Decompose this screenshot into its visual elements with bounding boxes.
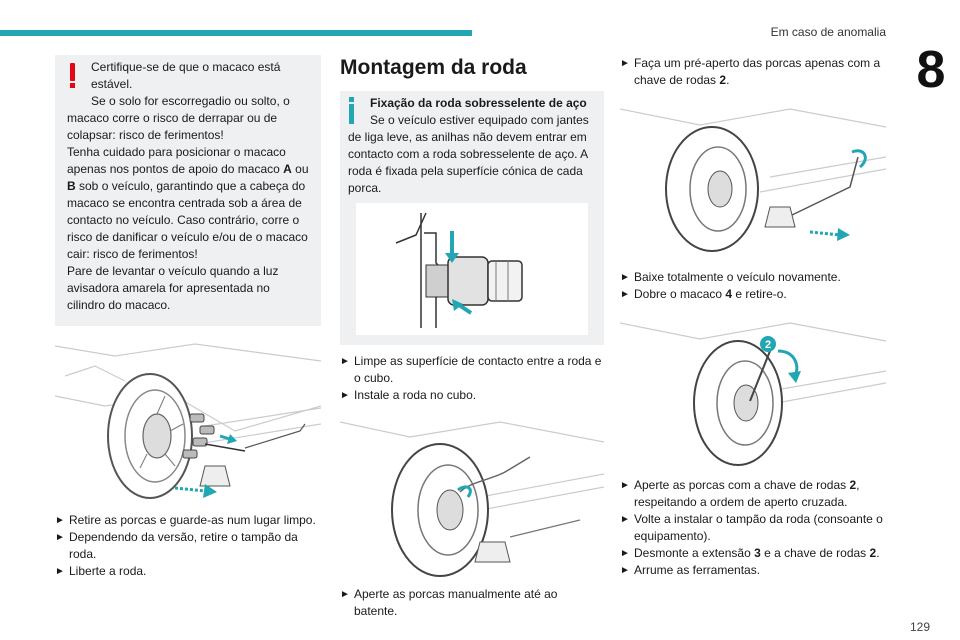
step-item: ►Aperte as porcas manualmente até ao bat… — [340, 587, 558, 618]
step-item: ►Volte a instalar o tampão da roda (cons… — [620, 512, 883, 543]
arrow-right-icon: ► — [55, 515, 65, 526]
callout-label: 2 — [765, 339, 771, 351]
illustration-tighten: 2 — [619, 311, 887, 471]
column-3: ►Faça um pré-aperto das porcas apenas co… — [619, 55, 887, 579]
step-item: ►Baixe totalmente o veículo novamente. — [620, 270, 841, 284]
arrow-right-icon: ► — [340, 589, 350, 600]
arrow-right-icon: ► — [620, 289, 630, 300]
step-item: ►Faça um pré-aperto das porcas apenas co… — [620, 56, 881, 87]
arrow-right-icon: ► — [340, 356, 350, 367]
step-item: ►Dobre o macaco 4 e retire-o. — [620, 287, 787, 301]
warning-box: Certifique-se de que o macaco está estáv… — [55, 55, 321, 326]
arrow-right-icon: ► — [620, 514, 630, 525]
info-box: Fixação da roda sobresselente de aço Se … — [340, 91, 604, 345]
column-1: Certifique-se de que o macaco está estáv… — [54, 55, 322, 580]
info-text-first: Se o veículo estiver equipado com jantes — [370, 113, 589, 127]
callout-badge — [760, 336, 776, 352]
arrow-right-icon: ► — [55, 532, 65, 543]
illustration-nut-detail — [356, 203, 588, 335]
step-item: ►Instale a roda no cubo. — [340, 388, 477, 402]
page-number: 129 — [909, 620, 930, 634]
warning-paragraph-3: Pare de levantar o veículo quando a luz … — [67, 264, 279, 312]
chapter-number: 8 — [902, 40, 960, 100]
step-item: ►Desmonte a extensão 3 e a chave de roda… — [620, 546, 880, 560]
step-item: ►Retire as porcas e guarde-as num lugar … — [55, 513, 316, 527]
arrow-right-icon: ► — [340, 390, 350, 401]
info-icon — [348, 97, 356, 124]
arrow-right-icon: ► — [620, 548, 630, 559]
step-item: ►Limpe as superfície de contacto entre a… — [340, 354, 602, 385]
section-title: Em caso de anomalia — [770, 25, 886, 39]
arrow-right-icon: ► — [620, 272, 630, 283]
illustration-fit-wheel — [339, 412, 605, 580]
section-heading: Montagem da roda — [340, 56, 527, 79]
arrow-right-icon: ► — [620, 480, 630, 491]
header-accent-bar — [0, 30, 472, 36]
nut-cone-drawing — [395, 212, 523, 328]
arrow-right-icon: ► — [55, 566, 65, 577]
step-item: ►Arrume as ferramentas. — [620, 563, 761, 577]
tighten-drawing: 2 — [619, 322, 887, 466]
arrow-right-icon: ► — [620, 58, 630, 69]
warning-paragraph-2: Tenha cuidado para posicionar o macaco a… — [67, 145, 309, 261]
info-text: de liga leve, as anilhas não devem entra… — [348, 130, 588, 195]
illustration-pre-tighten — [619, 97, 887, 257]
warning-line-1: Certifique-se de que o macaco está estáv… — [91, 60, 281, 91]
step-item: ►Liberte a roda. — [55, 564, 147, 578]
pre-tighten-drawing — [619, 108, 887, 252]
step-item: ►Aperte as porcas com a chave de rodas 2… — [620, 478, 860, 509]
wheel-removal-drawing — [54, 343, 322, 499]
warning-line-2: Se o solo for escorregadio ou solto, o — [91, 94, 290, 108]
wheel-install-drawing — [339, 421, 605, 577]
warning-text: macaco corre o risco de derrapar ou de c… — [67, 111, 278, 142]
arrow-right-icon: ► — [620, 565, 630, 576]
step-item: ►Dependendo da versão, retire o tampão d… — [55, 530, 298, 561]
column-2: Montagem da roda Fixação da roda sobress… — [339, 55, 605, 620]
illustration-remove-nuts — [54, 336, 322, 504]
warning-icon — [69, 63, 77, 88]
info-title: Fixação da roda sobresselente de aço — [370, 96, 587, 110]
